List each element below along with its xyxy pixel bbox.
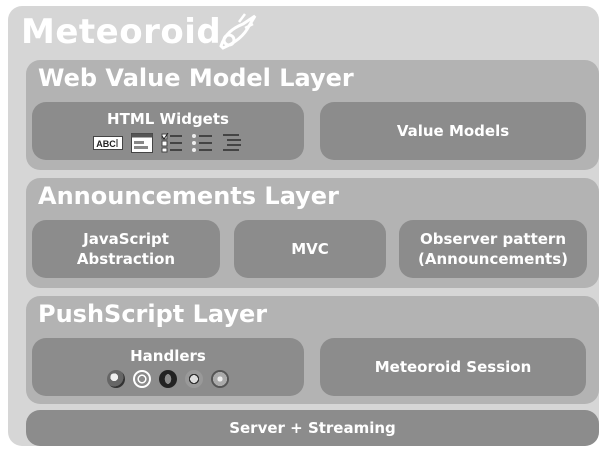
handler-icons: [107, 370, 229, 388]
mvc-label: MVC: [291, 240, 329, 258]
observer-line2: (Announcements): [418, 250, 568, 268]
layer-title: Web Value Model Layer: [38, 64, 354, 92]
layer-title: Announcements Layer: [38, 182, 339, 210]
layer-title: PushScript Layer: [38, 300, 268, 328]
chrome-icon: [185, 370, 203, 388]
mvc-box: MVC: [234, 220, 386, 278]
announcements-layer: Announcements Layer JavaScript Abstracti…: [26, 178, 599, 288]
opera-icon: [159, 370, 177, 388]
bullet-list-icon: [191, 133, 213, 153]
meteoroid-logo-icon: [219, 13, 257, 50]
observer-line1: Observer pattern: [419, 230, 566, 248]
value-models-box: Value Models: [320, 102, 586, 160]
tree-list-icon: [221, 133, 243, 153]
checkbox-list-icon: [161, 133, 183, 153]
html-widgets-box: HTML Widgets ABC: [32, 102, 304, 160]
meteoroid-session-label: Meteoroid Session: [374, 358, 532, 376]
textfield-text: ABC: [96, 139, 116, 149]
form-icon: [131, 133, 153, 153]
web-value-model-layer: Web Value Model Layer HTML Widgets ABC: [26, 60, 599, 170]
widget-icons: ABC: [93, 133, 243, 153]
js-abstraction-line2: Abstraction: [76, 250, 176, 268]
js-abstraction-line1: JavaScript: [83, 230, 169, 248]
page-title: Meteoroid: [21, 12, 222, 52]
server-streaming-bar: Server + Streaming: [26, 410, 599, 446]
firefox-icon: [107, 370, 125, 388]
html-widgets-label: HTML Widgets: [107, 110, 229, 128]
safari-icon: [211, 370, 229, 388]
observer-pattern-box: Observer pattern (Announcements): [399, 220, 587, 278]
value-models-label: Value Models: [396, 122, 510, 140]
handlers-box: Handlers: [32, 338, 304, 396]
pushscript-layer: PushScript Layer Handlers Meteoroid Sess…: [26, 296, 599, 404]
internet-explorer-icon: [133, 370, 151, 388]
textfield-icon: ABC: [93, 136, 123, 150]
handlers-label: Handlers: [130, 347, 206, 365]
javascript-abstraction-box: JavaScript Abstraction: [32, 220, 220, 278]
meteoroid-session-box: Meteoroid Session: [320, 338, 586, 396]
